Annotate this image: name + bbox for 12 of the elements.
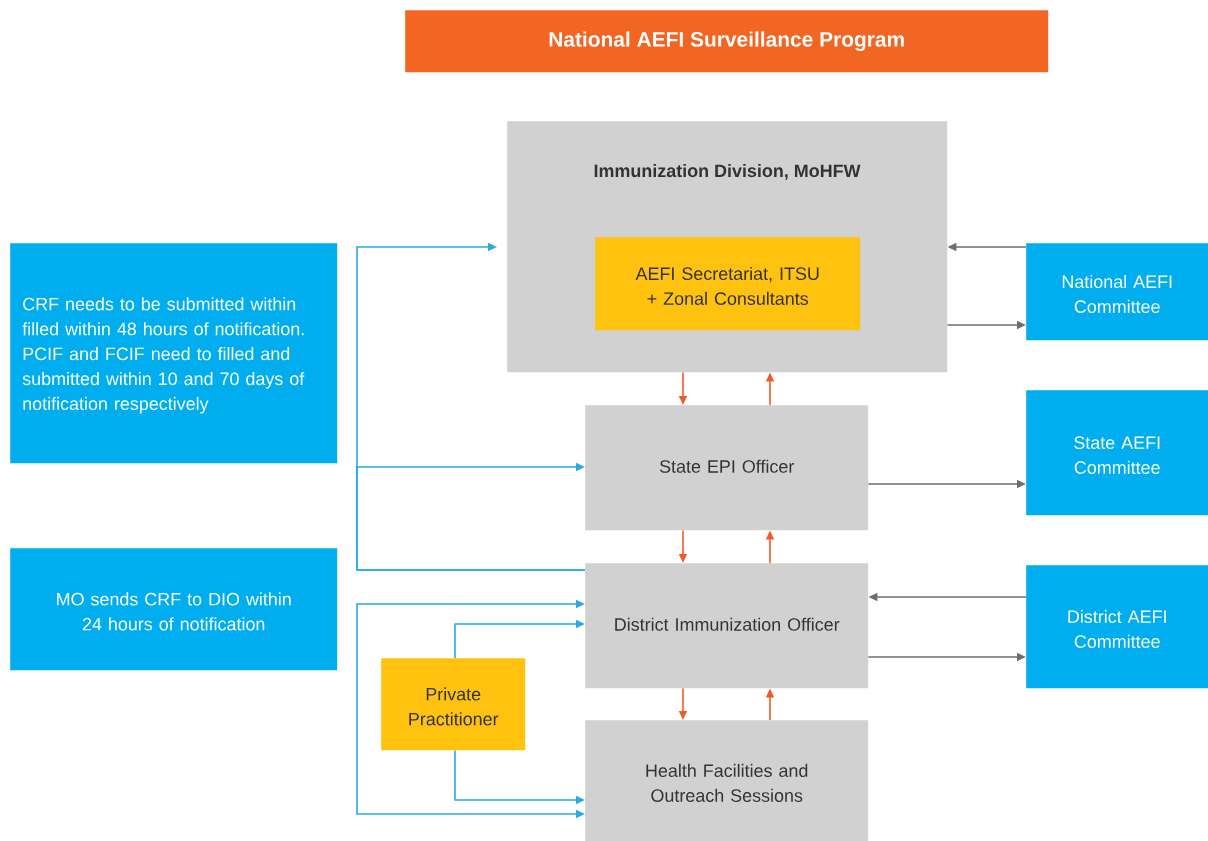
committee-box: National AEFI Committee	[1026, 243, 1208, 341]
committee-box: State AEFI Committee	[1026, 390, 1208, 516]
arrow	[356, 462, 586, 571]
note-box: CRF needs to be submitted within filled within 48 hours of notification. PCIF and FCIF need to filled and submitted within 10 and 70 days of notification respectively	[10, 243, 338, 464]
committee-box: District AEFI Committee	[1026, 565, 1208, 689]
note-box: MO sends CRF to DIO within 24 hours of notification	[10, 548, 338, 671]
facility-box: Health Facilities and Outreach Sessions	[585, 720, 869, 841]
officer-box: State EPI Officer	[585, 405, 869, 531]
practitioner-box: Private Practitioner	[381, 658, 526, 751]
officer-box: District Immunization Officer	[585, 563, 869, 689]
secretariat-box: AEFI Secretariat, ITSU + Zonal Consultants	[595, 237, 861, 331]
title-banner: National AEFI Surveillance Program	[405, 10, 1049, 73]
